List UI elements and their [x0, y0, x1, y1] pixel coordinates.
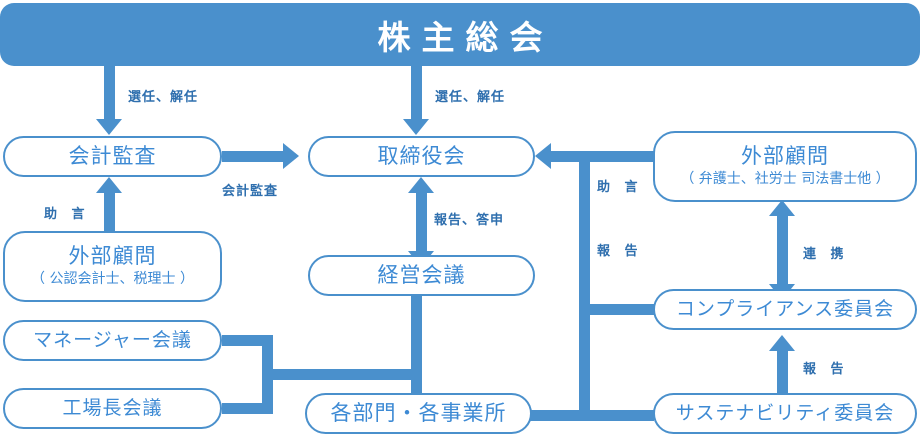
edge-appoint-dismiss-right-head [403, 119, 429, 135]
node-external-advisor-right: 外部顧問 （ 弁護士、社労士 司法書士他 ） [653, 131, 917, 202]
edge-appoint-dismiss-right-stem [411, 66, 422, 121]
edge-appoint-dismiss-left-stem [104, 66, 115, 121]
sustainability-committee-label: サステナビリティ委員会 [675, 402, 895, 425]
edge-label-cooperation: 連 携 [803, 247, 849, 262]
node-sustainability-committee: サステナビリティ委員会 [653, 393, 917, 434]
edge-accounting-audit-flow-stem [222, 151, 285, 162]
shareholders-meeting-label: 株主総会 [377, 17, 554, 57]
departments-offices-label: 各部門・各事業所 [330, 400, 507, 425]
edge-label-report-to-board: 報 告 [597, 244, 643, 259]
node-compliance-committee: コンプライアンス委員会 [653, 289, 917, 330]
compliance-committee-label: コンプライアンス委員会 [675, 298, 895, 321]
management-meeting-label: 経営会議 [377, 262, 466, 287]
edge-cooperation-head-up [769, 200, 795, 216]
node-shareholders-meeting: 株主総会 [0, 3, 920, 66]
edge-report-to-compliance-head [769, 335, 795, 351]
edge-report-to-board-horizontal [551, 151, 685, 162]
edge-label-advice-right: 助 言 [597, 180, 643, 195]
edge-label-appoint-dismiss-left: 選任、解任 [128, 90, 199, 105]
edge-appoint-dismiss-left-head [96, 119, 122, 135]
manager-meeting-label: マネージャー会議 [33, 329, 192, 352]
edge-report-trunk-vertical [579, 151, 590, 421]
edge-trunk-branch-sustainability [529, 410, 654, 421]
edge-management-to-departments [411, 296, 422, 396]
edge-report-recommendation-head-up [408, 177, 434, 193]
factory-manager-meeting-label: 工場長会議 [62, 397, 163, 420]
edge-report-to-board-head [535, 143, 551, 169]
edge-label-advice-left: 助 言 [44, 207, 90, 222]
node-external-advisor-left: 外部顧問 （ 公認会計士、税理士 ） [3, 231, 222, 302]
node-management-meeting: 経営会議 [308, 255, 535, 296]
edge-trunk-branch-compliance [579, 304, 654, 315]
edge-label-report-to-compliance: 報 告 [803, 362, 849, 377]
edge-label-appoint-dismiss-right: 選任、解任 [435, 90, 506, 105]
edge-report-recommendation-stem [416, 191, 427, 253]
external-advisor-right-sublabel: （ 弁護士、社労士 司法書士他 ） [680, 171, 890, 188]
edge-report-to-compliance-stem [777, 349, 788, 394]
edge-advice-left-head [96, 177, 122, 193]
external-advisor-right-label: 外部顧問 [741, 144, 829, 169]
external-advisor-left-label: 外部顧問 [68, 244, 157, 269]
edge-advice-left-stem [104, 191, 115, 233]
edge-label-accounting-audit-flow: 会計監査 [222, 184, 279, 199]
accounting-audit-label: 会計監査 [68, 143, 157, 168]
node-factory-manager-meeting: 工場長会議 [3, 388, 222, 429]
node-accounting-audit: 会計監査 [3, 136, 222, 177]
edge-accounting-audit-flow-head [283, 143, 299, 169]
edge-meetings-bracket-stem [262, 369, 417, 380]
board-of-directors-label: 取締役会 [377, 143, 466, 168]
edge-label-report-recommendation: 報告、答申 [434, 213, 505, 228]
external-advisor-left-sublabel: （ 公認会計士、税理士 ） [31, 271, 194, 288]
edge-cooperation-stem [777, 214, 788, 286]
edge-manager-meeting-horizontal [222, 335, 273, 346]
edge-factory-meeting-horizontal [222, 403, 273, 414]
node-manager-meeting: マネージャー会議 [3, 320, 222, 361]
node-departments-offices: 各部門・各事業所 [305, 393, 532, 434]
node-board-of-directors: 取締役会 [308, 136, 535, 177]
